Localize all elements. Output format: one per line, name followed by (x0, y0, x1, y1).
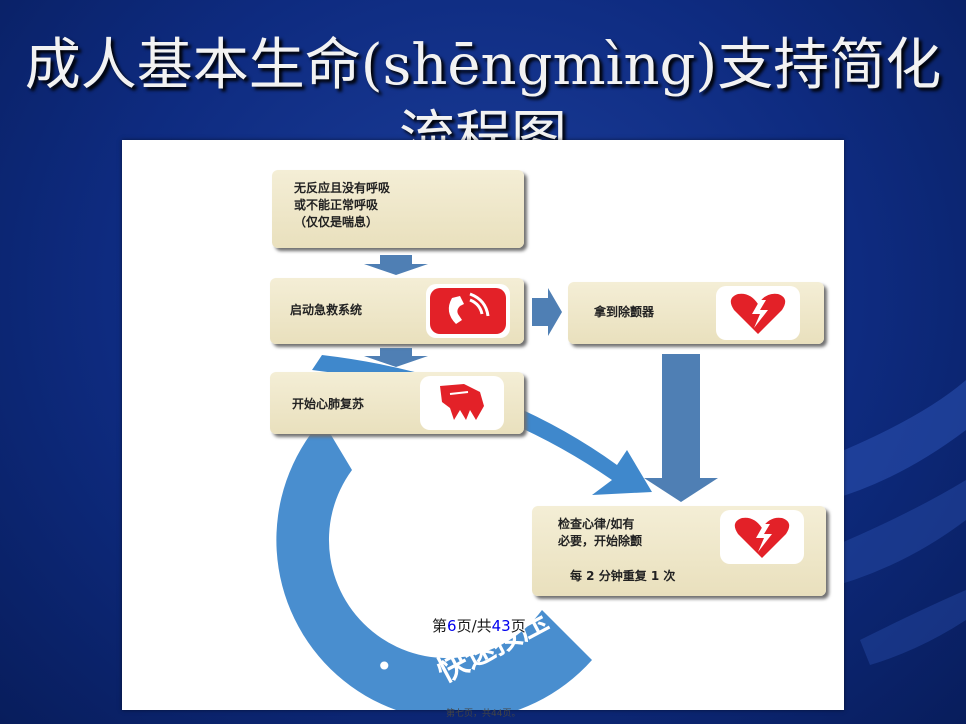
flowchart-panel: 无反应且没有呼吸 或不能正常呼吸 （仅仅是喘息） 启动急救系统 拿到除颤器 开 (122, 140, 844, 712)
step-get-aed-label: 拿到除颤器 (594, 305, 655, 319)
arrow-down-2 (364, 348, 428, 367)
step-no-response-line-2: 或不能正常呼吸 (294, 198, 379, 212)
page-total: 43 (491, 617, 511, 635)
step-get-aed: 拿到除颤器 (568, 282, 824, 344)
step-repeat-label: 每 2 分钟重复 1 次 (570, 569, 676, 583)
cycle-dot: • (376, 650, 393, 683)
step-activate-ems: 启动急救系统 (270, 278, 524, 344)
aed-heart-icon (716, 286, 800, 340)
step-check-rhythm-line-1: 检查心律/如有 (558, 517, 635, 531)
slide-title: 成人基本生命(shēngmìng)支持简化流程图 (24, 33, 942, 142)
step-check-rhythm-line-2: 必要，开始除颤 (558, 534, 643, 548)
step-no-response-line-3: （仅仅是喘息） (294, 215, 379, 229)
page-current: 6 (447, 617, 457, 635)
arrow-down-long (644, 354, 718, 502)
flowchart-arrows (276, 255, 718, 710)
cycle-arrow-band (312, 355, 652, 495)
step-activate-ems-label: 启动急救系统 (290, 303, 363, 317)
cpr-hand-icon (420, 376, 504, 430)
page-prefix: 第 (432, 617, 448, 635)
page-suffix: 页 (510, 617, 526, 635)
arrow-down-1 (364, 255, 428, 275)
step-start-cpr-label: 开始心肺复苏 (292, 397, 365, 411)
footer-small-text: 第七页，共44页。 (446, 709, 521, 719)
arrow-right (532, 288, 562, 336)
step-start-cpr: 开始心肺复苏 (270, 372, 524, 434)
step-check-rhythm: 检查心律/如有 必要，开始除颤 每 2 分钟重复 1 次 (532, 506, 826, 596)
step-no-response-line-1: 无反应且没有呼吸 (294, 181, 391, 195)
step-no-response: 无反应且没有呼吸 或不能正常呼吸 （仅仅是喘息） (272, 170, 524, 248)
page-middle: 页/共 (456, 617, 492, 635)
page-indicator: 第6页/共43页 (432, 615, 526, 636)
aed-heart-icon (720, 510, 804, 564)
cycle-ring (276, 420, 592, 710)
phone-icon (426, 284, 510, 338)
